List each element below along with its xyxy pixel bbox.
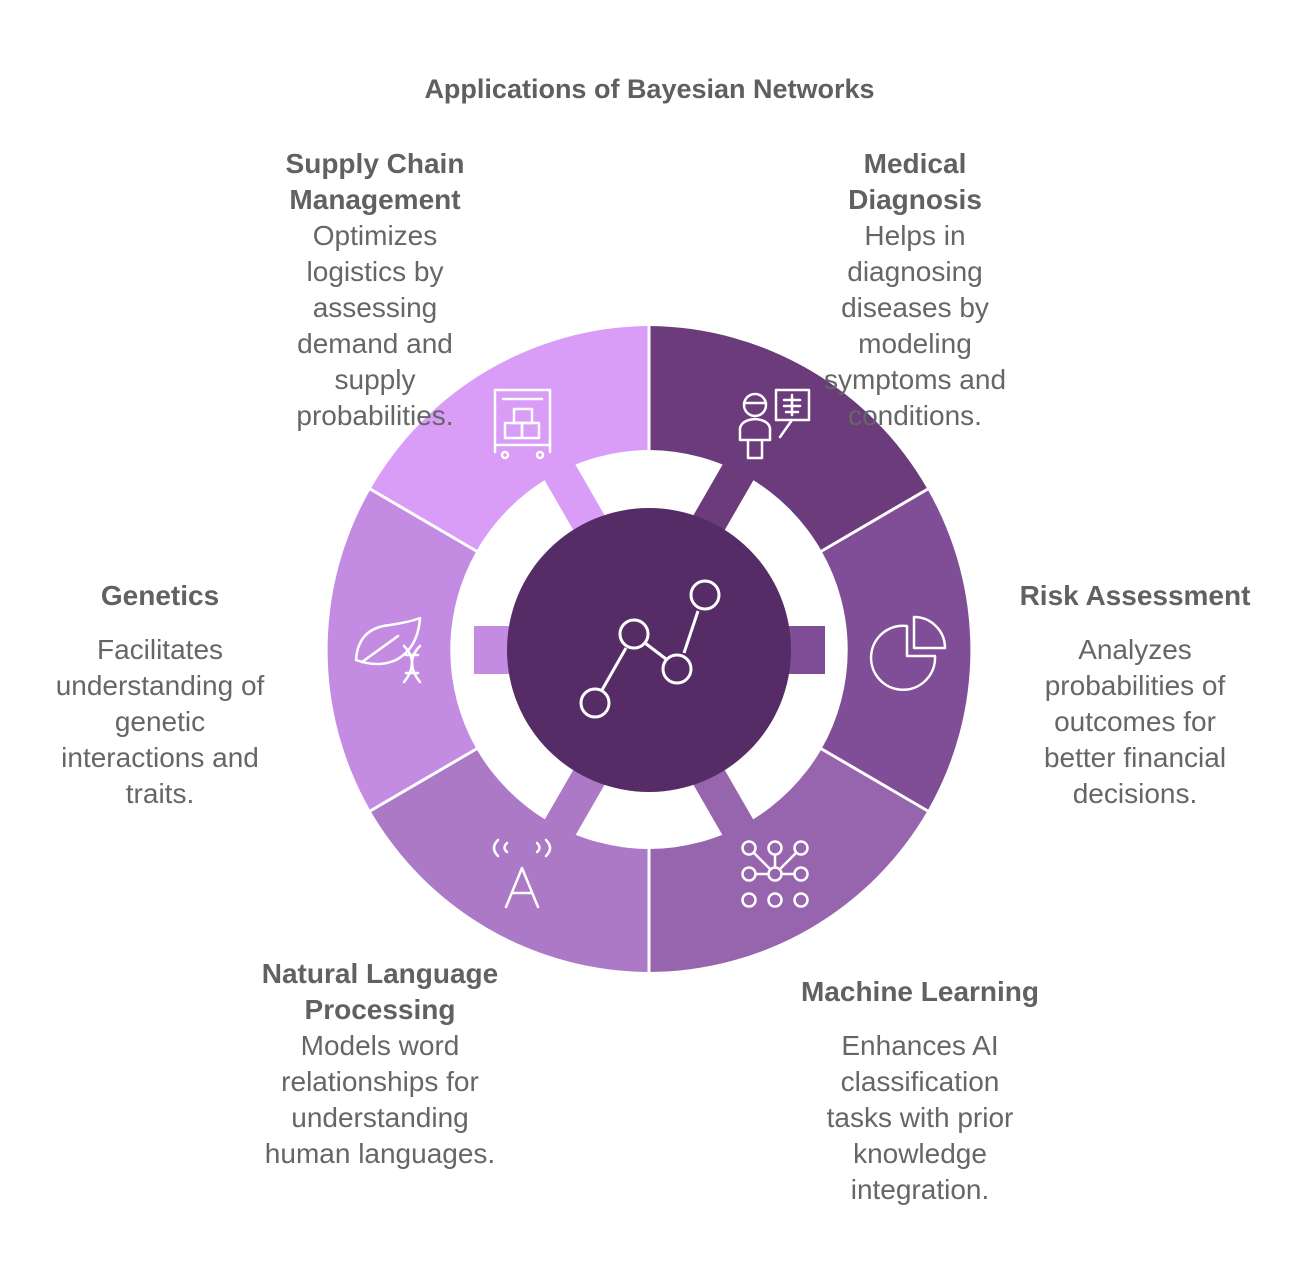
diagram-title: Applications of Bayesian Networks bbox=[424, 74, 875, 104]
segment-description: better financial bbox=[1043, 742, 1227, 773]
connector-nlp bbox=[541, 767, 605, 843]
segment-description: understanding of bbox=[55, 670, 265, 701]
label-natural-language-processing: Natural Language Processing Models word … bbox=[230, 956, 530, 1172]
label-genetics: Genetics Facilitates understanding of ge… bbox=[30, 578, 290, 812]
segment-description: knowledge bbox=[853, 1138, 987, 1169]
segment-description: interactions and bbox=[61, 742, 259, 773]
segment-description: outcomes for bbox=[1054, 706, 1216, 737]
segment-description: modeling bbox=[858, 328, 972, 359]
connector-machine bbox=[693, 767, 757, 843]
segment-description: traits. bbox=[125, 778, 195, 809]
leaf-dna-icon bbox=[354, 616, 422, 684]
segment-title: Management bbox=[289, 184, 461, 215]
segment-title: Diagnosis bbox=[848, 184, 982, 215]
segment-description: assessing bbox=[312, 292, 438, 323]
connector-supply bbox=[541, 457, 605, 533]
neural-grid-icon bbox=[741, 840, 809, 908]
segment-description: Facilitates bbox=[96, 634, 224, 665]
segment-description: decisions. bbox=[1072, 778, 1198, 809]
segment-description: Optimizes bbox=[312, 220, 438, 251]
segment-title: Processing bbox=[304, 994, 456, 1025]
segment-description: understanding bbox=[291, 1102, 469, 1133]
label-risk-assessment: Risk Assessment Analyzes probabilities o… bbox=[1000, 578, 1270, 812]
segment-title: Medical bbox=[863, 148, 967, 179]
segment-natural-language-processing bbox=[370, 749, 649, 972]
segment-description: logistics by bbox=[306, 256, 444, 287]
segment-title: Supply Chain bbox=[285, 148, 465, 179]
connector-medical bbox=[693, 457, 757, 533]
segment-description: relationships for bbox=[281, 1066, 479, 1097]
segment-genetics bbox=[327, 489, 477, 811]
pie-chart-icon bbox=[869, 615, 947, 691]
segment-description: tasks with prior bbox=[826, 1102, 1014, 1133]
segment-description: integration. bbox=[850, 1174, 990, 1205]
segment-description: diagnosing bbox=[847, 256, 983, 287]
segment-medical-diagnosis bbox=[649, 326, 928, 551]
doctor-xray-icon bbox=[738, 388, 811, 460]
segment-title: Natural Language bbox=[261, 958, 499, 989]
segment-description: Models word bbox=[300, 1030, 460, 1061]
segment-description: symptoms and bbox=[823, 364, 1007, 395]
segment-description: Analyzes bbox=[1078, 634, 1192, 665]
label-supply-chain: Supply Chain Management Optimizes logist… bbox=[235, 146, 515, 434]
segment-description: probabilities of bbox=[1044, 670, 1226, 701]
segment-description: demand and bbox=[297, 328, 453, 359]
network-graph-icon bbox=[579, 579, 721, 719]
segment-title: Machine Learning bbox=[800, 976, 1040, 1007]
segment-description: Helps in bbox=[864, 220, 966, 251]
segment-description: classification bbox=[840, 1066, 1000, 1097]
segment-description: conditions. bbox=[848, 400, 982, 431]
segment-dividers bbox=[364, 320, 934, 980]
segment-title: Risk Assessment bbox=[1019, 580, 1251, 611]
segment-risk-assessment bbox=[821, 489, 971, 811]
segment-description: human languages. bbox=[264, 1138, 496, 1169]
segment-title: Genetics bbox=[100, 580, 220, 611]
segment-description: Enhances AI bbox=[841, 1030, 999, 1061]
segment-description: genetic bbox=[114, 706, 206, 737]
segment-description: probabilities. bbox=[296, 400, 454, 431]
segment-description: diseases by bbox=[841, 292, 989, 323]
label-medical-diagnosis: Medical Diagnosis Helps in diagnosing di… bbox=[775, 146, 1055, 434]
segment-description: supply bbox=[334, 364, 416, 395]
voice-letter-icon bbox=[492, 838, 552, 909]
label-machine-learning: Machine Learning Enhances AI classificat… bbox=[770, 974, 1070, 1208]
hand-truck-boxes-icon bbox=[493, 388, 552, 460]
center-hub bbox=[507, 508, 791, 792]
